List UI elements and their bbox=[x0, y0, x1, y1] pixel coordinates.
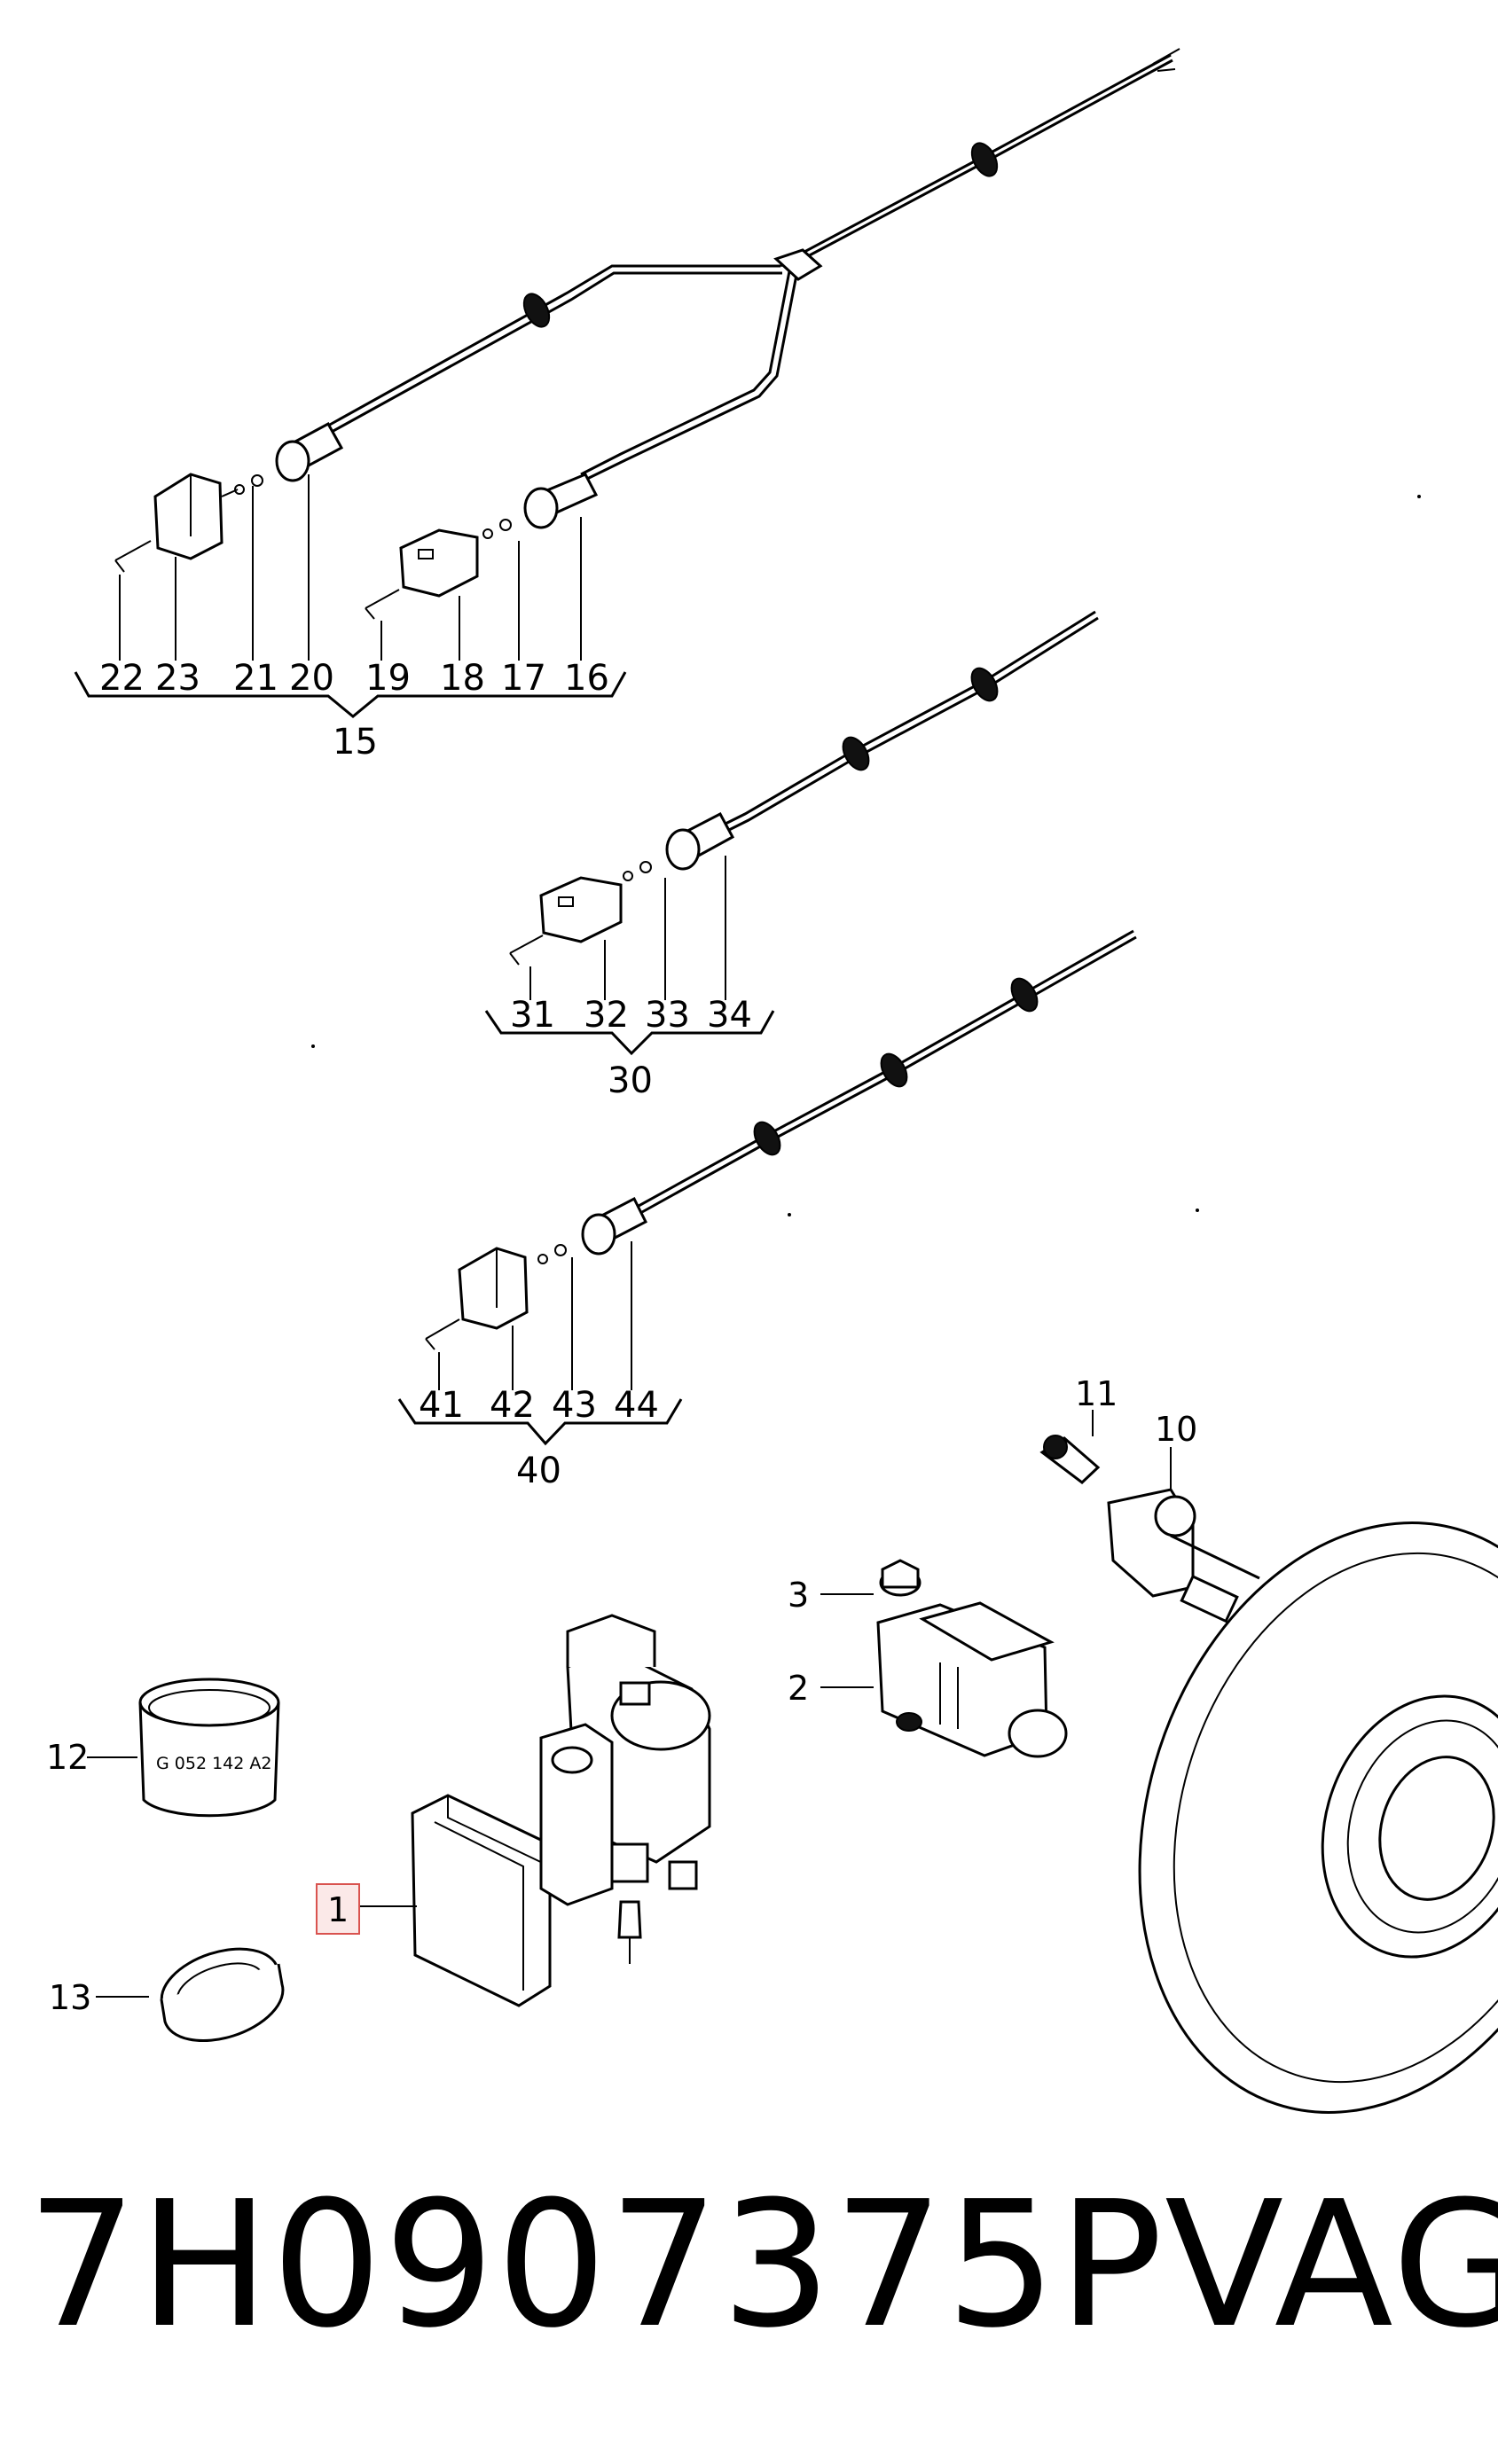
harness-40 bbox=[397, 929, 1137, 1446]
label-41: 41 bbox=[419, 1385, 464, 1426]
part-1-highlight[interactable] bbox=[316, 1883, 360, 1935]
label-20: 20 bbox=[289, 658, 334, 699]
harness-15 bbox=[74, 48, 1180, 718]
speed-sensor bbox=[1039, 1410, 1260, 1623]
label-34: 34 bbox=[707, 995, 752, 1036]
grommet-13 bbox=[96, 1947, 285, 2043]
label-19: 19 bbox=[365, 658, 411, 699]
label-23: 23 bbox=[155, 658, 200, 699]
label-17: 17 bbox=[501, 658, 546, 699]
caption: 7H0907375P VAG bbox=[27, 2155, 1498, 2376]
label-42: 42 bbox=[490, 1385, 535, 1426]
sleeve-marking: G 052 142 A2 bbox=[156, 1754, 271, 1773]
sleeve-12: G 052 142 A2 bbox=[87, 1678, 280, 1818]
label-21: 21 bbox=[233, 658, 278, 699]
label-30: 30 bbox=[608, 1060, 653, 1101]
compressor-unit bbox=[328, 1614, 711, 2007]
label-15: 15 bbox=[333, 722, 378, 763]
label-33: 33 bbox=[645, 995, 690, 1036]
labels-30: 31 32 33 34 30 bbox=[510, 995, 752, 1101]
yaw-sensor bbox=[820, 1559, 1068, 1758]
brand-name: VAG bbox=[1165, 2164, 1498, 2366]
label-32: 32 bbox=[584, 995, 629, 1036]
label-12: 12 bbox=[46, 1738, 89, 1777]
label-22: 22 bbox=[99, 658, 145, 699]
label-13: 13 bbox=[49, 1978, 91, 2017]
label-2: 2 bbox=[788, 1669, 809, 1708]
labels-40: 41 42 43 44 40 bbox=[419, 1385, 659, 1491]
label-18: 18 bbox=[440, 658, 485, 699]
label-11: 11 bbox=[1075, 1374, 1118, 1413]
label-1[interactable]: 1 bbox=[327, 1890, 349, 1929]
label-40: 40 bbox=[516, 1451, 561, 1491]
label-16: 16 bbox=[564, 658, 609, 699]
label-3: 3 bbox=[788, 1576, 809, 1615]
labels-15: 22 23 21 20 19 18 17 16 15 bbox=[99, 658, 609, 763]
label-43: 43 bbox=[552, 1385, 597, 1426]
label-31: 31 bbox=[510, 995, 555, 1036]
brake-disc bbox=[1138, 1521, 1498, 2114]
label-10: 10 bbox=[1155, 1410, 1197, 1449]
part-number: 7H0907375P bbox=[27, 2164, 1165, 2366]
harness-30 bbox=[484, 610, 1099, 1056]
label-44: 44 bbox=[614, 1385, 659, 1426]
